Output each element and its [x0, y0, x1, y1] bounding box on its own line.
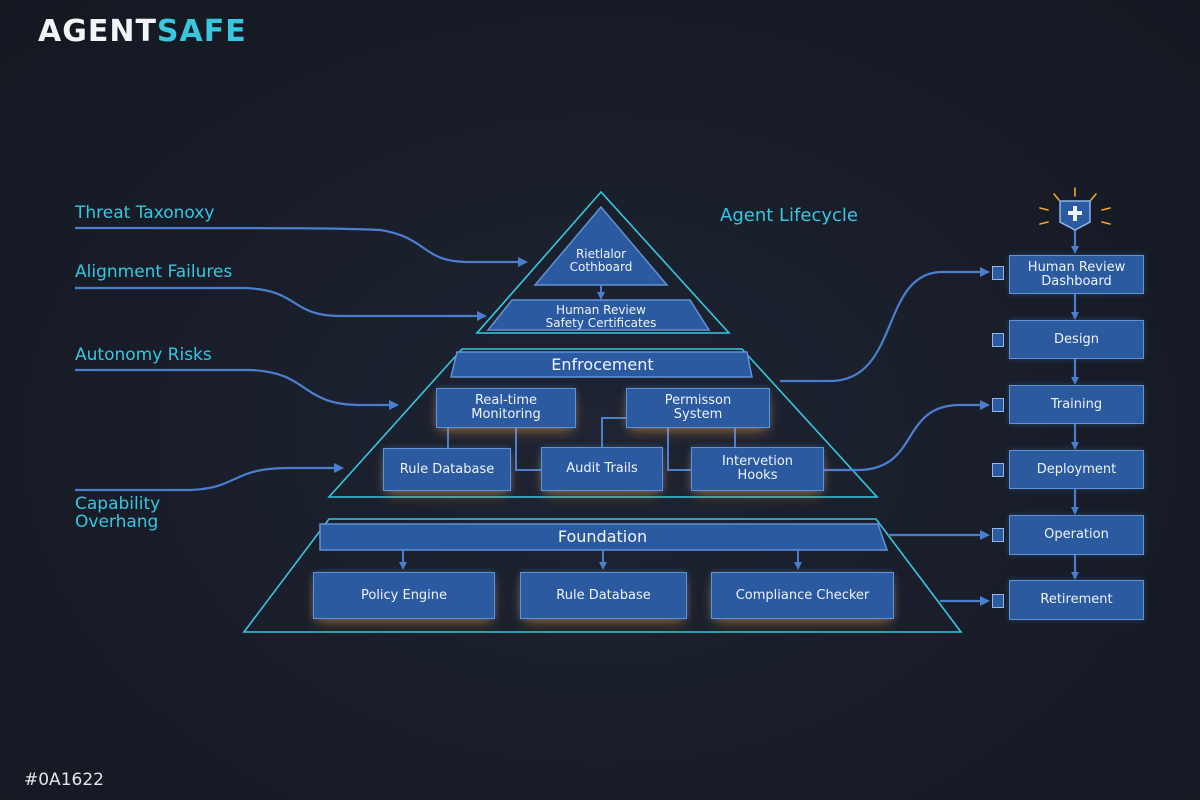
enforcement-title: Enfrocement	[551, 355, 654, 374]
lifecycle-port	[992, 333, 1004, 347]
enforcement-tier-outline	[327, 348, 879, 498]
enforcement-to-dashboard	[780, 267, 990, 383]
foundation-tier-outline	[242, 518, 963, 633]
enforcement-connector	[515, 428, 541, 471]
foundation-rule-database-box[interactable]: Rule Database	[520, 572, 687, 619]
stage-deployment[interactable]: Deployment	[1009, 450, 1144, 489]
footer-hex-code: #0A1622	[24, 770, 104, 790]
enforcement-connector	[601, 417, 626, 447]
apex-lower-band	[486, 299, 711, 331]
stage-training[interactable]: Training	[1009, 385, 1144, 424]
permission-system-box[interactable]: Permisson System	[626, 388, 770, 428]
stage-human-review-dashboard[interactable]: Human Review Dashboard	[1009, 255, 1144, 294]
alignment-connector	[75, 286, 487, 321]
autonomy-connector	[75, 368, 399, 410]
enforcement-band	[450, 351, 753, 378]
foundation-band	[319, 523, 889, 551]
hooks-to-training	[824, 400, 990, 472]
brand-word-safe: SAFE	[156, 14, 247, 49]
stage-design[interactable]: Design	[1009, 320, 1144, 359]
brand-logo: AGENTSAFE	[38, 14, 247, 49]
intervention-hooks-box[interactable]: Intervetion Hooks	[691, 447, 824, 491]
lifecycle-title: Agent Lifecycle	[720, 205, 858, 226]
left-label-alignment-failures: Alignment Failures	[75, 262, 233, 282]
apex-tier-outline	[475, 190, 731, 334]
brand-word-agent: AGENT	[38, 14, 157, 49]
apex-top-label: Rietlalor Cothboard	[569, 247, 633, 274]
enforcement-connector	[667, 428, 691, 471]
lifecycle-port	[992, 594, 1004, 608]
shield-cross-icon	[1039, 187, 1111, 231]
lifecycle-port	[992, 528, 1004, 542]
audit-trails-box[interactable]: Audit Trails	[541, 447, 663, 491]
capability-connector	[75, 463, 344, 492]
stage-operation[interactable]: Operation	[1009, 515, 1144, 555]
foundation-title: Foundation	[557, 527, 648, 546]
lifecycle-port	[992, 266, 1004, 280]
policy-engine-box[interactable]: Policy Engine	[313, 572, 495, 619]
lifecycle-port	[992, 398, 1004, 412]
left-label-threat-taxonomy: Threat Taxonoxy	[75, 203, 215, 223]
threat-connector	[74, 226, 528, 267]
real-time-monitoring-box[interactable]: Real-time Monitoring	[436, 388, 576, 428]
left-label-capability-overhang: Capability Overhang	[75, 494, 161, 532]
enforcement-rule-database-box[interactable]: Rule Database	[383, 448, 511, 491]
apex-lower-label: Human Review Safety Certificates	[545, 303, 657, 330]
left-label-autonomy-risks: Autonomy Risks	[75, 345, 212, 365]
compliance-checker-box[interactable]: Compliance Checker	[711, 572, 894, 619]
lifecycle-port	[992, 463, 1004, 477]
stage-retirement[interactable]: Retirement	[1009, 580, 1144, 620]
